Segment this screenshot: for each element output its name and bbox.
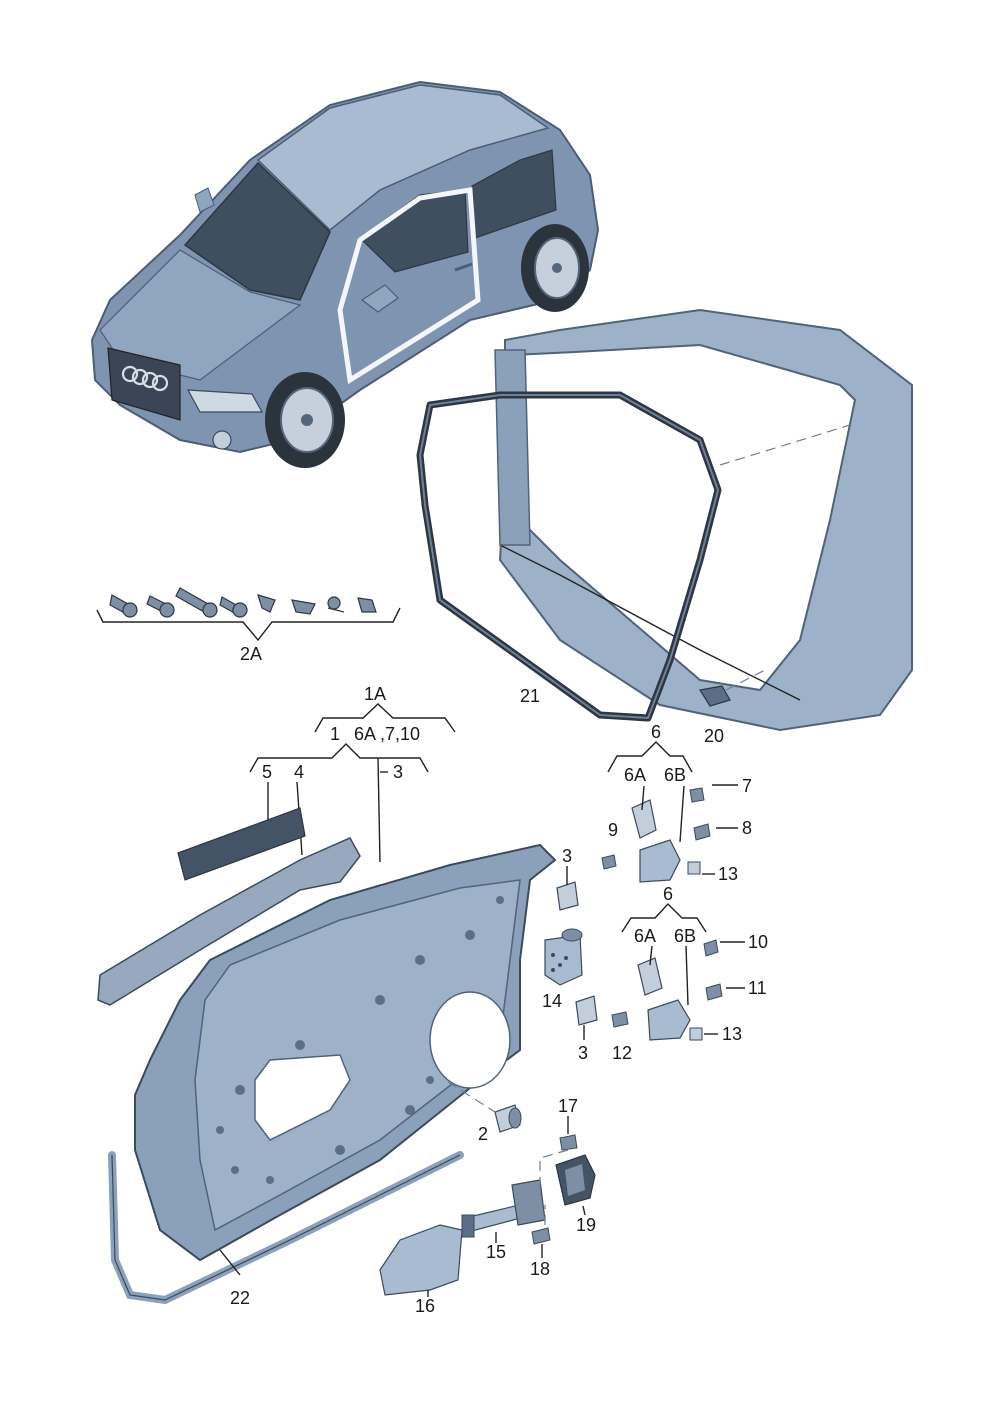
callout-5: 5 — [262, 762, 272, 782]
clip-3-upper — [556, 881, 579, 911]
body-side-panel — [494, 308, 913, 732]
car-rear-wheel — [521, 224, 589, 312]
callout-11: 11 — [748, 978, 767, 998]
bolt-9 — [601, 854, 617, 870]
speaker-opening — [429, 991, 511, 1089]
callout-6-upper: 6 — [651, 722, 661, 742]
callout-14: 14 — [542, 991, 562, 1011]
audi-rings-logo — [121, 365, 169, 392]
callout-8: 8 — [742, 818, 752, 838]
b-pillar — [494, 349, 531, 546]
callout-9: 9 — [608, 820, 618, 840]
bolt-12 — [611, 1011, 629, 1028]
callout-6A-7-10: 6A ,7,10 — [354, 724, 420, 744]
car-top-mirror — [194, 187, 215, 213]
door-check-15 — [461, 1179, 546, 1238]
car-side-mirror — [360, 284, 399, 313]
seal-guide-line — [719, 424, 851, 466]
hinge-lower — [611, 939, 723, 1041]
trim-strip-4 — [97, 837, 361, 1006]
callout-15: 15 — [486, 1242, 506, 1262]
callout-17: 17 — [558, 1096, 578, 1116]
car-door-handle — [454, 262, 473, 272]
callout-13-upper: 13 — [718, 864, 738, 884]
callout-18: 18 — [530, 1259, 550, 1279]
callout-6A-lower: 6A — [634, 926, 656, 946]
bolt-11 — [705, 983, 723, 1001]
callout-13-lower: 13 — [722, 1024, 742, 1044]
car-front-wheel — [265, 372, 345, 468]
car-fog-light — [212, 430, 232, 450]
bolt-18 — [531, 1227, 551, 1245]
callout-7: 7 — [742, 776, 752, 796]
clip-20 — [699, 685, 731, 707]
callout-4: 4 — [294, 762, 304, 782]
callout-1A: 1A — [364, 684, 386, 704]
callout-2: 2 — [478, 1124, 488, 1144]
callout-10: 10 — [748, 932, 768, 952]
sound-pad-5 — [177, 807, 306, 881]
callout-6A-upper: 6A — [624, 765, 646, 785]
bolt-7 — [689, 787, 705, 803]
hinge-part-6A-lower — [637, 957, 663, 996]
hinge-part-6A-upper — [631, 799, 657, 839]
callout-2A: 2A — [240, 644, 262, 664]
bolt-17 — [559, 1134, 578, 1151]
grommet-2 — [447, 1081, 522, 1133]
callout-3-mid: 3 — [562, 846, 572, 866]
callout-20: 20 — [704, 726, 724, 746]
car-roof — [256, 84, 550, 231]
callout-3-lower: 3 — [578, 1043, 588, 1063]
callout-1: 1 — [330, 724, 340, 744]
trim-piece-16 — [379, 1224, 463, 1296]
callout-19: 19 — [576, 1215, 596, 1235]
bolt-8 — [693, 823, 711, 841]
callout-6B-upper: 6B — [664, 765, 686, 785]
callout-3-top: 3 — [393, 762, 403, 782]
door-lock-14 — [544, 928, 583, 986]
hinge-upper — [601, 787, 711, 883]
hinge-part-6B-lower — [647, 999, 691, 1041]
fastener-set-2A — [109, 587, 377, 618]
door-cutout-large — [254, 1054, 351, 1141]
hinge-part-6B-upper — [639, 839, 681, 883]
callout-21: 21 — [520, 686, 540, 706]
callout-12: 12 — [612, 1043, 632, 1063]
callout-6B-lower: 6B — [674, 926, 696, 946]
callout-16: 16 — [415, 1296, 435, 1316]
callout-6-lower: 6 — [663, 884, 673, 904]
clip-3-lower — [575, 995, 598, 1026]
car-windshield — [183, 161, 331, 301]
callout-22: 22 — [230, 1288, 250, 1308]
car-illustration — [90, 80, 600, 468]
car-door-outline — [337, 187, 481, 385]
bolt-10 — [703, 939, 719, 957]
car-headlight — [186, 389, 264, 413]
door-shell-3 — [134, 843, 557, 1262]
